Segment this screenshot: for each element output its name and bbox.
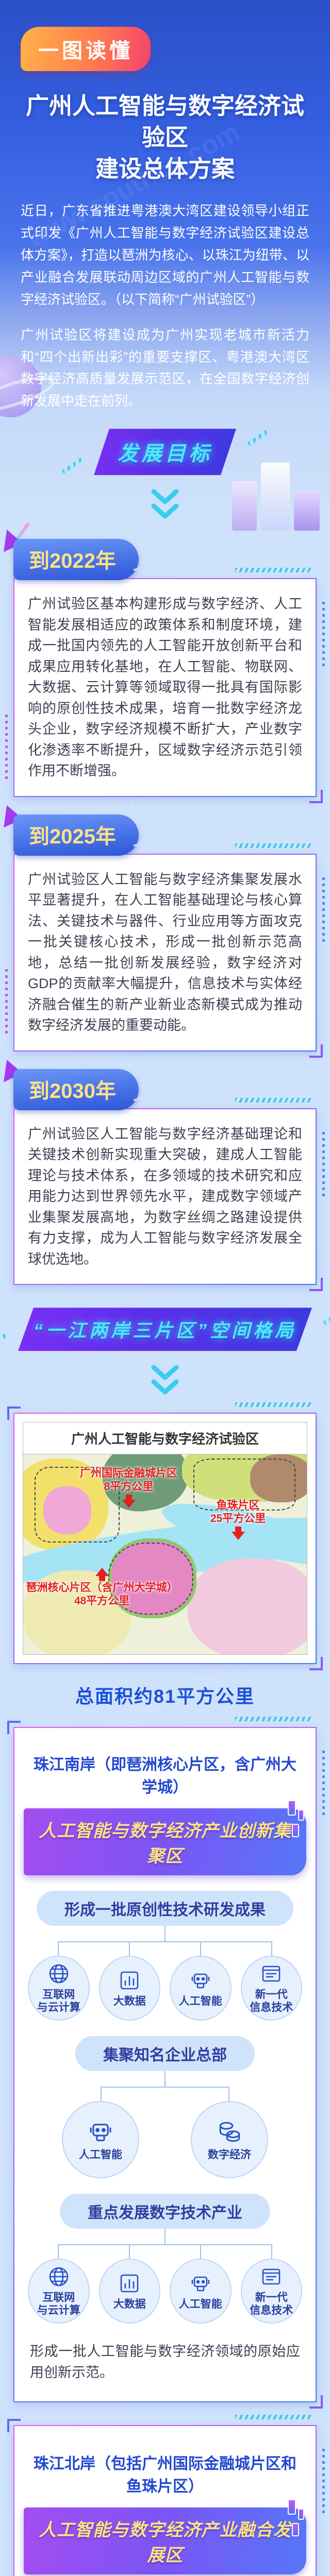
browser-icon: [262, 2268, 280, 2285]
north-bank-banner: 人工智能与数字经济产业融合发展区: [24, 2499, 306, 2575]
slash-decor: [323, 1309, 330, 1326]
milestone-2025: 到2025年 广州试验区人工智能与数字经济集聚发展水平显著提升，在人工智能基础理…: [4, 805, 325, 1058]
globe-icon: [49, 1964, 69, 1984]
pilot-zone-map-card: 广州人工智能与数字经济试验区 广州国际金融城片区: [7, 1402, 323, 1671]
south-node-industry: 重点发展数字技术产业: [60, 2194, 270, 2229]
field-digital-economy: 数字经济: [191, 2101, 268, 2179]
map-label-yuzhu: 鱼珠片区 25平方公里: [210, 1499, 266, 1540]
map-title: 广州人工智能与数字经济试验区: [23, 1422, 307, 1454]
intro-paragraph-1: 近日，广东省推进粤港澳大湾区建设领导小组正式印发《广州人工智能与数字经济试验区建…: [21, 203, 309, 307]
banner-label: “一江两岸三片区”空间格局: [33, 1320, 296, 1342]
city-illustration: [229, 453, 327, 531]
arrow-down-icon: [210, 1527, 266, 1540]
coins-icon: [219, 2122, 240, 2142]
slash-strip-decor: [235, 1097, 312, 1103]
north-bank-card: 珠江北岸（包括广州国际金融城片区和鱼珠片区） 人工智能与数字经济产业融合发展区 …: [7, 2415, 325, 2576]
browser-icon: [262, 1965, 280, 1982]
milestone-2025-label: 到2025年: [13, 814, 147, 856]
south-node-hq: 集聚知名企业总部: [75, 2036, 255, 2072]
block-decor: [288, 2499, 308, 2540]
south-bank-card: 珠江南岸（即琶洲核心片区，含广州大学城） 人工智能与数字经济产业创新集聚区 形成…: [7, 1717, 325, 2409]
tech-fields-row: 互联网 与云计算 大数据 人工智能 新一代 信息技术: [28, 1956, 302, 2021]
map-label-pazhou: 琶洲核心片区（含广州大学城） 48平方公里: [26, 1567, 178, 1608]
corner-bracket: [309, 789, 323, 803]
south-bank-banner: 人工智能与数字经济产业创新集聚区: [24, 1800, 306, 1876]
dot-column-decor: [322, 877, 325, 944]
north-bank-title: 珠江北岸（包括广州国际金融城片区和鱼珠片区）: [34, 2455, 296, 2496]
banner-label: 发展目标: [118, 443, 212, 466]
south-bank-footnote: 形成一批人工智能与数字经济领域的原始应用创新示范。: [30, 2344, 300, 2380]
field-next-gen-it: 新一代 信息技术: [240, 1956, 302, 2021]
corner-bracket: [309, 1657, 323, 1671]
intro-paragraph-2: 广州试验区将建设成为广州实现老城市新活力和“四个出新出彩”的重要支撑区、粤港澳大…: [21, 327, 309, 409]
hero-section: 一图读懂 广州人工智能与数字经济试验区 建设总体方案 近日，广东省推进粤港澳大湾…: [0, 0, 330, 415]
field-internet-cloud: 互联网 与云计算: [28, 2259, 90, 2324]
dot-column-decor: [322, 1751, 325, 1818]
milestone-2030-label: 到2030年: [13, 1069, 147, 1110]
map-label-financial-city: 广州国际金融城片区 8平方公里: [80, 1467, 177, 1509]
field-ai: 人工智能: [62, 2101, 139, 2179]
spatial-layout-banner: “一江两岸三片区”空间格局: [0, 1308, 330, 1351]
slash-strip-decor: [235, 1402, 312, 1408]
field-internet-cloud: 互联网 与云计算: [28, 1956, 90, 2021]
slash-strip-decor: [235, 1717, 312, 1722]
corner-bracket: [309, 1044, 323, 1058]
slash-strip-decor: [235, 843, 312, 848]
chevron-down-icon: [151, 1365, 179, 1395]
slash-decor: [247, 430, 269, 447]
field-big-data: 大数据: [98, 1956, 160, 2021]
chevron-down-icon: [151, 489, 179, 519]
arrow-up-icon: [26, 1567, 178, 1581]
corner-bracket: [7, 1406, 21, 1420]
milestone-2022: 到2022年 广州试验区基本构建形成与数字经济、人工智能发展相适应的政策体系和制…: [4, 530, 325, 803]
dot-column-decor: [322, 2449, 325, 2516]
milestone-2022-text: 广州试验区基本构建形成与数字经济、人工智能发展相适应的政策体系和制度环境，建成一…: [28, 596, 302, 779]
milestone-2025-text: 广州试验区人工智能与数字经济集聚发展水平显著提升，在人工智能基础理论与核心算法、…: [28, 871, 302, 1033]
milestone-2030-text: 广州试验区人工智能与数字经济基础理论和关键技术创新实现重大突破，建成人工智能理论…: [28, 1126, 302, 1267]
slash-strip-decor: [235, 568, 312, 573]
corner-bracket: [7, 2419, 21, 2433]
robot-icon: [191, 2276, 210, 2291]
field-big-data: 大数据: [98, 2259, 160, 2324]
arrow-down-icon: [80, 1495, 177, 1509]
globe-icon: [49, 2267, 69, 2286]
field-next-gen-it: 新一代 信息技术: [240, 2259, 302, 2324]
industry-fields-row: 互联网 与云计算 大数据 人工智能 新一代 信息技术: [28, 2259, 302, 2324]
dot-column-decor: [5, 969, 8, 1036]
development-goals-banner: 发展目标: [61, 429, 269, 475]
slash-decor: [0, 1333, 7, 1350]
dot-column-decor: [322, 1131, 325, 1199]
slash-strip-decor: [235, 2415, 312, 2420]
bar-chart-icon: [120, 2274, 139, 2292]
page-title: 广州人工智能与数字经济试验区 建设总体方案: [21, 91, 309, 184]
dot-column-decor: [322, 602, 325, 669]
south-bank-title: 珠江南岸（即琶洲核心片区，含广州大学城）: [34, 1756, 296, 1797]
field-ai: 人工智能: [170, 2259, 232, 2324]
field-ai: 人工智能: [170, 1956, 232, 2021]
dot-column-decor: [5, 714, 8, 782]
slash-decor: [61, 457, 83, 474]
hq-fields-row: 人工智能 数字经济: [28, 2101, 302, 2179]
page-title-line1: 广州人工智能与数字经济试验区: [25, 93, 304, 150]
corner-bracket: [7, 1721, 21, 1735]
milestone-2030: 到2030年 广州试验区人工智能与数字经济基础理论和关键技术创新实现重大突破，建…: [4, 1059, 325, 1292]
robot-icon: [90, 2123, 111, 2141]
milestone-2022-label: 到2022年: [13, 539, 147, 581]
bar-chart-icon: [120, 1971, 139, 1989]
pilot-zone-map: 广州国际金融城片区 8平方公里 鱼珠片区 25平方公里 琶洲核心片区（含广州大学…: [23, 1454, 307, 1655]
corner-bracket: [309, 2395, 323, 2409]
corner-bracket: [309, 1278, 323, 1292]
read-in-one-image-badge: 一图读懂: [21, 27, 151, 71]
total-area-text: 总面积约81平方公里: [75, 1686, 255, 1707]
block-decor: [288, 1800, 308, 1841]
robot-icon: [191, 1973, 210, 1988]
page-title-line2: 建设总体方案: [95, 155, 235, 182]
south-node-research: 形成一批原创性技术研发成果: [37, 1891, 293, 1926]
